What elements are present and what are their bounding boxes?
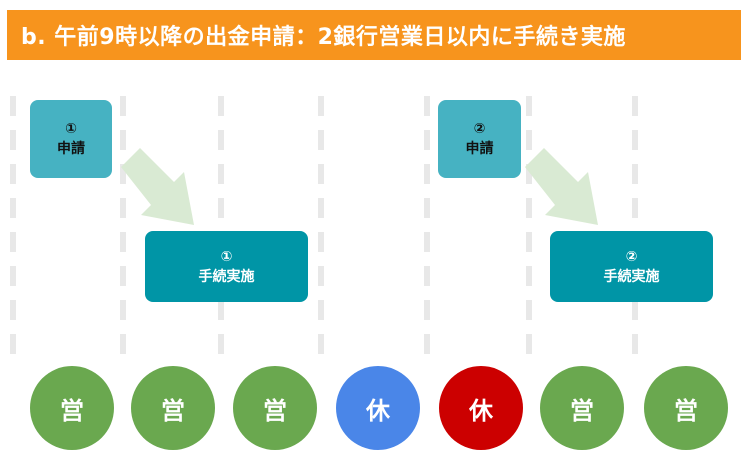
day-label: 営 (161, 396, 185, 425)
step-1-process-number: ① (220, 248, 233, 265)
day-circle-business: 営 (131, 366, 215, 450)
column-divider (318, 96, 324, 358)
column-divider (218, 96, 224, 358)
day-circle-holiday: 休 (336, 366, 420, 450)
step-1-apply-label: 申請 (57, 141, 85, 157)
step-1-process-box: ① 手続実施 (145, 231, 308, 302)
step-1-apply-box: ① 申請 (30, 100, 112, 178)
column-divider (10, 96, 16, 358)
day-circle-business: 営 (540, 366, 624, 450)
day-circle-holiday: 休 (439, 366, 523, 450)
column-divider (120, 96, 126, 358)
day-label: 営 (263, 396, 287, 425)
step-2-apply-box: ② 申請 (438, 100, 521, 178)
step-1-process-label: 手続実施 (198, 268, 255, 285)
day-label: 休 (469, 396, 493, 425)
day-label: 営 (60, 396, 84, 425)
column-divider (632, 96, 638, 358)
step-1-apply-number: ① (65, 121, 77, 137)
header-banner: b. 午前9時以降の出金申請：2銀行営業日以内に手続き実施 (7, 10, 741, 60)
day-label: 営 (674, 396, 698, 425)
page-title: b. 午前9時以降の出金申請：2銀行営業日以内に手続き実施 (21, 25, 626, 50)
day-circle-business: 営 (644, 366, 728, 450)
day-circle-business: 営 (233, 366, 317, 450)
step-1-arrow-icon (121, 148, 194, 225)
day-label: 休 (366, 396, 390, 425)
day-label: 営 (570, 396, 594, 425)
step-2-process-box: ② 手続実施 (550, 231, 713, 302)
step-2-process-label: 手続実施 (603, 268, 660, 285)
step-2-apply-number: ② (473, 121, 486, 137)
step-2-apply-label: 申請 (465, 141, 494, 157)
column-divider (526, 96, 532, 358)
step-2-process-number: ② (625, 248, 638, 265)
step-2-arrow-icon (525, 148, 598, 225)
column-divider (424, 96, 430, 358)
day-circle-business: 営 (30, 366, 114, 450)
